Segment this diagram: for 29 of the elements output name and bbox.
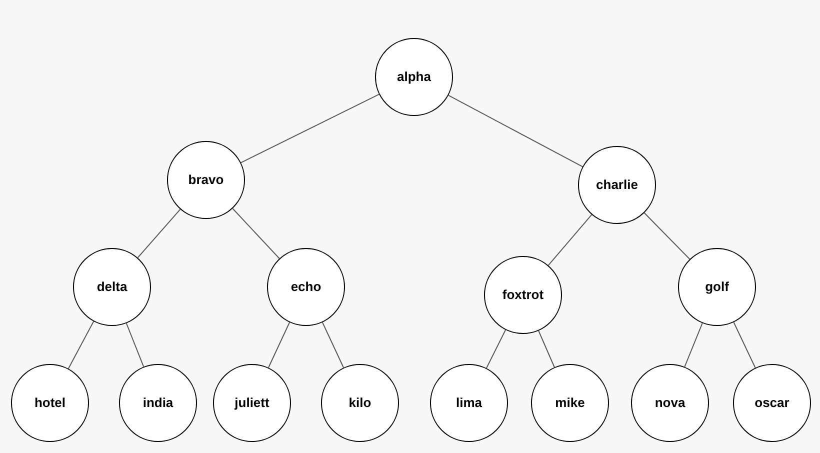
connector-line — [322, 322, 344, 368]
connector-line — [240, 94, 380, 164]
node-label: delta — [96, 278, 128, 296]
connector-line — [137, 208, 181, 258]
node-label: charlie — [596, 176, 638, 194]
node-label: kilo — [348, 394, 372, 412]
node-label: lima — [456, 394, 482, 412]
node-label: nova — [654, 394, 686, 412]
node-label: golf — [705, 278, 729, 296]
node-label: foxtrot — [502, 286, 544, 304]
connector-line — [126, 322, 144, 368]
connector-line — [486, 329, 506, 369]
node-label: oscar — [754, 394, 790, 412]
connector-line — [68, 320, 94, 370]
node-label: india — [142, 394, 174, 412]
connector-line — [644, 212, 690, 260]
connector-line — [733, 322, 756, 368]
connector-line — [268, 322, 290, 368]
node-label: echo — [290, 278, 322, 296]
connector-line — [232, 208, 280, 259]
connector-line — [548, 214, 592, 266]
connector-line — [684, 322, 703, 368]
connector-line — [448, 94, 584, 168]
node-label: bravo — [188, 172, 224, 188]
node-label: juliett — [234, 394, 270, 412]
node-label: mike — [555, 394, 585, 412]
node-label: alpha — [397, 68, 431, 86]
node-label: hotel — [34, 394, 66, 412]
connector-line — [538, 330, 555, 368]
